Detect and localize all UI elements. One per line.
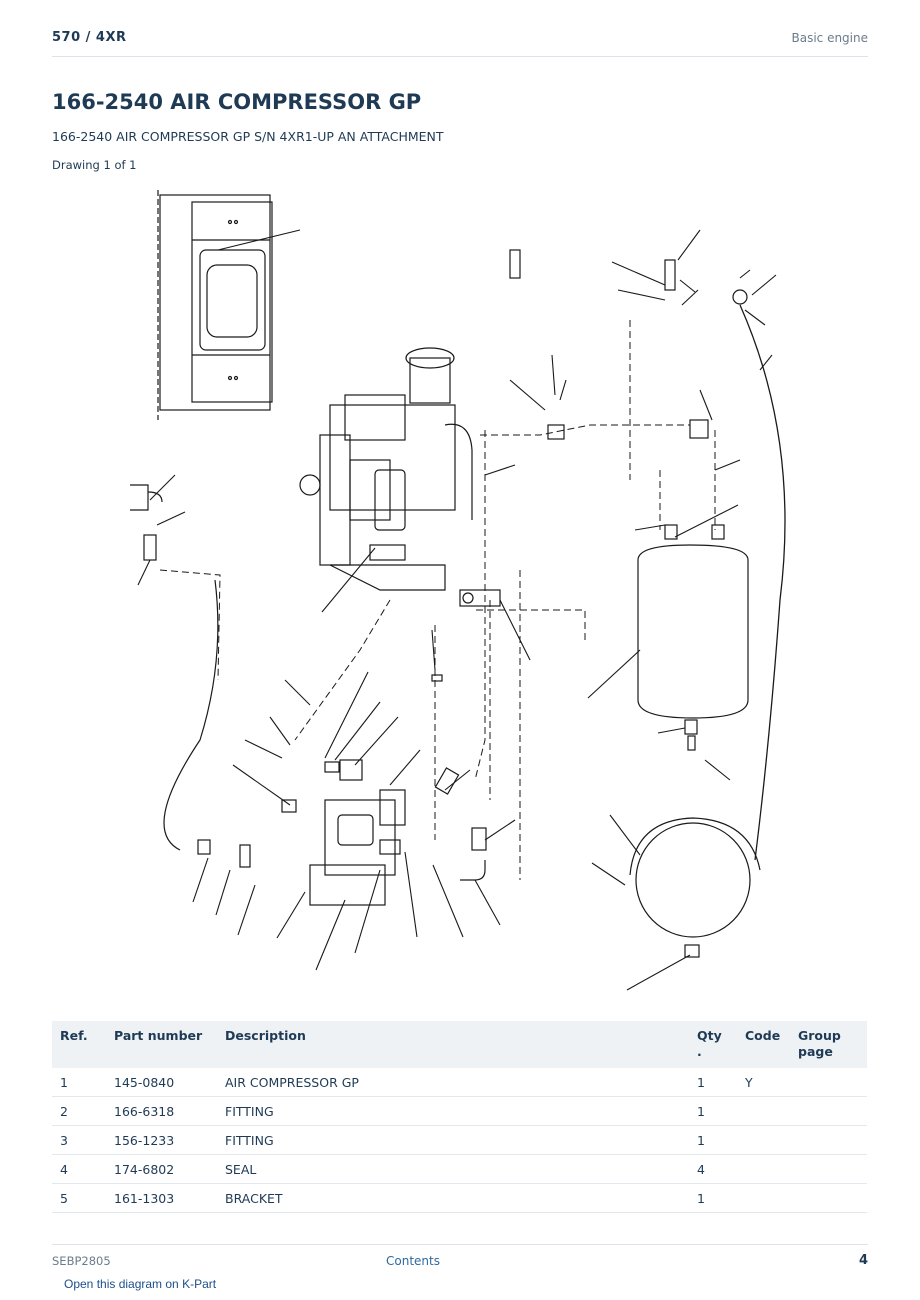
row-ref: 5	[52, 1183, 106, 1213]
model-label: 570 / 4XR	[52, 30, 127, 45]
radiator-panel-drawing	[157, 190, 273, 420]
row-qty: 4	[689, 1154, 737, 1184]
page-number: 4	[858, 1253, 868, 1268]
page-title: 166-2540 AIR COMPRESSOR GP	[52, 90, 422, 114]
table-row: 1 145-0840 AIR COMPRESSOR GP 1 Y	[52, 1068, 867, 1097]
row-part-number: 174-6802	[106, 1154, 217, 1184]
table-row: 2 166-6318 FITTING 1	[52, 1096, 867, 1126]
header-part-number: Part number	[114, 1028, 203, 1043]
row-ref: 3	[52, 1125, 106, 1155]
row-ref: 1	[52, 1068, 106, 1097]
row-part-number: 166-6318	[106, 1096, 217, 1126]
air-tank-drawing	[629, 524, 761, 958]
page-subtitle: 166-2540 AIR COMPRESSOR GP S/N 4XR1-UP A…	[52, 129, 444, 144]
callout-leaders	[137, 229, 777, 991]
table-header-row: Ref. Part number Description Qty . Code …	[52, 1021, 867, 1068]
row-code: Y	[737, 1068, 790, 1097]
row-ref: 4	[52, 1154, 106, 1184]
row-part-number: 156-1233	[106, 1125, 217, 1155]
row-code	[737, 1096, 790, 1126]
table-row: 5 161-1303 BRACKET 1	[52, 1183, 867, 1213]
row-description: BRACKET	[217, 1183, 689, 1213]
header-group-page: Group page	[798, 1028, 841, 1059]
header-qty: Qty .	[697, 1028, 722, 1059]
row-part-number: 161-1303	[106, 1183, 217, 1213]
row-description: SEAL	[217, 1154, 689, 1184]
row-qty: 1	[689, 1125, 737, 1155]
row-qty: 1	[689, 1068, 737, 1097]
row-part-number: 145-0840	[106, 1068, 217, 1097]
row-group-page	[790, 1183, 867, 1213]
header-description: Description	[225, 1028, 306, 1043]
row-description: FITTING	[217, 1125, 689, 1155]
row-code	[737, 1183, 790, 1213]
row-description: FITTING	[217, 1096, 689, 1126]
row-group-page	[790, 1154, 867, 1184]
engine-drawing	[299, 347, 473, 591]
compressor-drawing	[309, 759, 406, 906]
row-group-page	[790, 1096, 867, 1126]
section-label: Basic engine	[791, 31, 868, 45]
row-code	[737, 1154, 790, 1184]
parts-table: Ref. Part number Description Qty . Code …	[52, 1021, 867, 1213]
row-code	[737, 1125, 790, 1155]
document-id: SEBP2805	[52, 1254, 111, 1268]
kpart-diagram-link[interactable]: Open this diagram on K-Part	[64, 1277, 217, 1291]
page-header: 570 / 4XR Basic engine	[52, 28, 868, 57]
header-ref: Ref.	[60, 1028, 88, 1043]
exploded-parts-diagram	[130, 190, 786, 991]
row-qty: 1	[689, 1183, 737, 1213]
row-qty: 1	[689, 1096, 737, 1126]
drawing-label: Drawing 1 of 1	[52, 158, 137, 172]
header-code: Code	[745, 1028, 781, 1043]
row-group-page	[790, 1068, 867, 1097]
page-footer: SEBP2805 Contents 4	[52, 1244, 868, 1275]
contents-link[interactable]: Contents	[386, 1254, 440, 1268]
row-ref: 2	[52, 1096, 106, 1126]
table-row: 4 174-6802 SEAL 4	[52, 1154, 867, 1184]
table-row: 3 156-1233 FITTING 1	[52, 1125, 867, 1155]
row-group-page	[790, 1125, 867, 1155]
row-description: AIR COMPRESSOR GP	[217, 1068, 689, 1097]
